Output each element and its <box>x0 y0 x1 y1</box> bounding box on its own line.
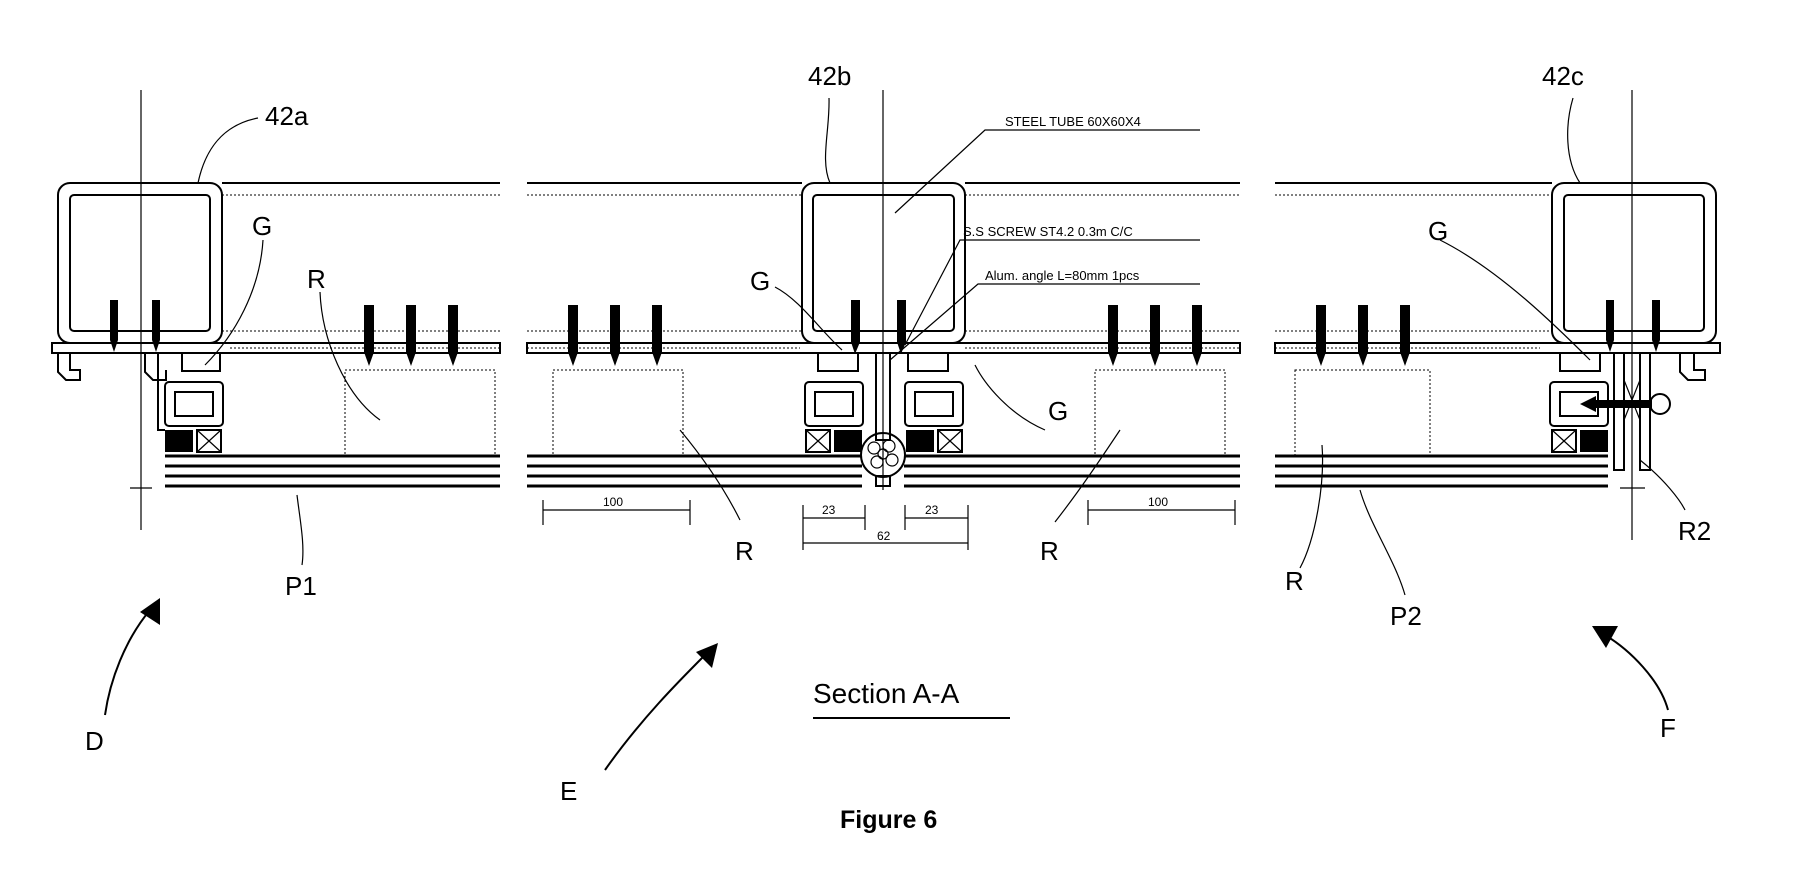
note-screw: S.S SCREW ST4.2 0.3m C/C <box>963 224 1133 239</box>
note-steel-tube: STEEL TUBE 60X60X4 <box>1005 114 1141 129</box>
label-g-middle-left: G <box>750 266 770 296</box>
label-g-left: G <box>252 211 272 241</box>
label-g-middle-right: G <box>1048 396 1068 426</box>
reinforcement-box-right <box>1295 370 1430 456</box>
reinforcement-box-left <box>345 370 495 456</box>
segment-right <box>1275 90 1720 540</box>
screw-group-left <box>364 305 458 366</box>
screw-group-right <box>1316 305 1410 366</box>
panel-layers-left <box>165 456 500 486</box>
panel-layers-right <box>1275 456 1645 488</box>
figure-caption: Figure 6 <box>840 806 937 834</box>
label-42c: 42c <box>1542 61 1584 91</box>
label-r-middle-left: R <box>735 536 754 566</box>
segment-middle <box>527 90 1240 550</box>
label-g-right: G <box>1428 216 1448 246</box>
screw-group-middle-left <box>568 305 662 366</box>
label-d: D <box>85 726 104 756</box>
note-angle: Alum. angle L=80mm 1pcs <box>985 268 1140 283</box>
label-r2: R2 <box>1678 516 1711 546</box>
dim-left-gap: 23 <box>822 503 836 517</box>
dim-joint-width: 62 <box>877 529 891 543</box>
label-r-middle-right: R <box>1040 536 1059 566</box>
frame-profile-middle-left <box>805 353 863 452</box>
dim-right-spacing: 100 <box>1148 495 1168 509</box>
screw-group-tube-left <box>110 300 160 352</box>
label-42a: 42a <box>265 101 309 131</box>
label-p2: P2 <box>1390 601 1422 631</box>
leader-lines <box>198 98 1685 595</box>
reinforcement-box-middle-right <box>1095 370 1225 456</box>
label-p1: P1 <box>285 571 317 601</box>
label-42b: 42b <box>808 61 851 91</box>
section-title: Section A-A <box>813 678 960 709</box>
screw-group-middle-right <box>1108 305 1202 366</box>
dim-right-gap: 23 <box>925 503 939 517</box>
dim-left-spacing: 100 <box>603 495 623 509</box>
frame-profile-middle-right <box>905 353 963 452</box>
segment-left <box>52 90 500 530</box>
label-r-left: R <box>307 264 326 294</box>
steel-tube-left <box>58 183 222 343</box>
screw-group-tube-right <box>1606 300 1660 352</box>
frame-profile-left <box>158 353 223 452</box>
reinforcement-box-middle-left <box>553 370 683 456</box>
label-f: F <box>1660 713 1676 743</box>
screw-group-middle-tube <box>851 300 906 354</box>
label-r-right: R <box>1285 566 1304 596</box>
steel-tube-right <box>1552 183 1716 343</box>
label-e: E <box>560 776 577 806</box>
